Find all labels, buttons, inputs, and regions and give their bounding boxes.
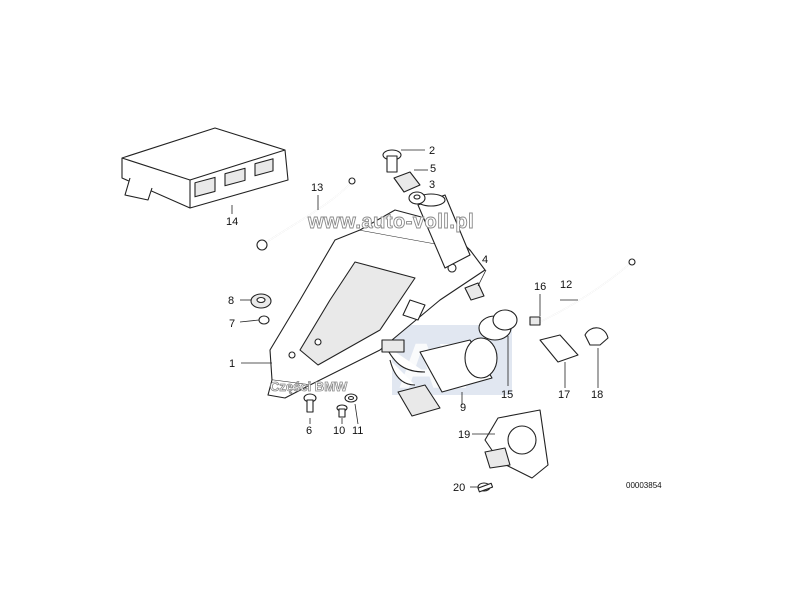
part-19-switch-housing [472,409,549,479]
callout-14: 14 [226,216,238,228]
part-11-washer [344,393,358,403]
callout-labels: 1 2 3 4 5 6 7 8 9 10 11 12 13 14 15 16 1… [226,145,603,494]
callout-6: 6 [306,425,312,437]
part-14-control-unit [121,127,289,209]
leader-lines [231,195,463,425]
callout-5: 5 [430,163,436,175]
diagram-reference-code: 00003854 [626,481,662,490]
part-10-screw [336,404,348,418]
callout-16: 16 [534,281,546,293]
watermark-site-text: www.auto-voll.pl [307,211,474,233]
callout-17: 17 [558,389,570,401]
part-3-nut [408,191,426,205]
callout-1: 1 [229,358,235,370]
callout-19: 19 [458,429,470,441]
part-16-connector [529,294,541,326]
part-9-lock-cylinder [381,337,498,417]
callout-15: 15 [501,389,513,401]
callout-4: 4 [482,254,488,266]
callout-3: 3 [429,179,435,191]
part-17-bracket [539,334,579,388]
callout-18: 18 [591,389,603,401]
callout-8: 8 [228,295,234,307]
callout-7: 7 [229,318,235,330]
part-2-bolt [382,149,425,173]
callout-10: 10 [333,425,345,437]
part-7-nut [239,315,270,325]
part-12-cable [539,258,636,323]
callout-20: 20 [453,482,465,494]
callout-11: 11 [352,425,363,437]
part-13-cable [256,177,356,251]
part-8-grommet [240,293,272,309]
part-20-screw [470,482,494,493]
part-18-clip [584,327,609,388]
callout-9: 9 [460,402,466,414]
watermark-caption-text: Części BMW [270,379,348,394]
callout-12: 12 [560,279,572,291]
part-15-ring [478,309,518,386]
part-1-bracket [267,209,486,399]
part-4-clip [464,269,487,301]
part-6-screw [303,393,317,413]
callout-2: 2 [429,145,435,157]
callout-13: 13 [311,182,323,194]
part-5-clip-nut [393,169,428,193]
